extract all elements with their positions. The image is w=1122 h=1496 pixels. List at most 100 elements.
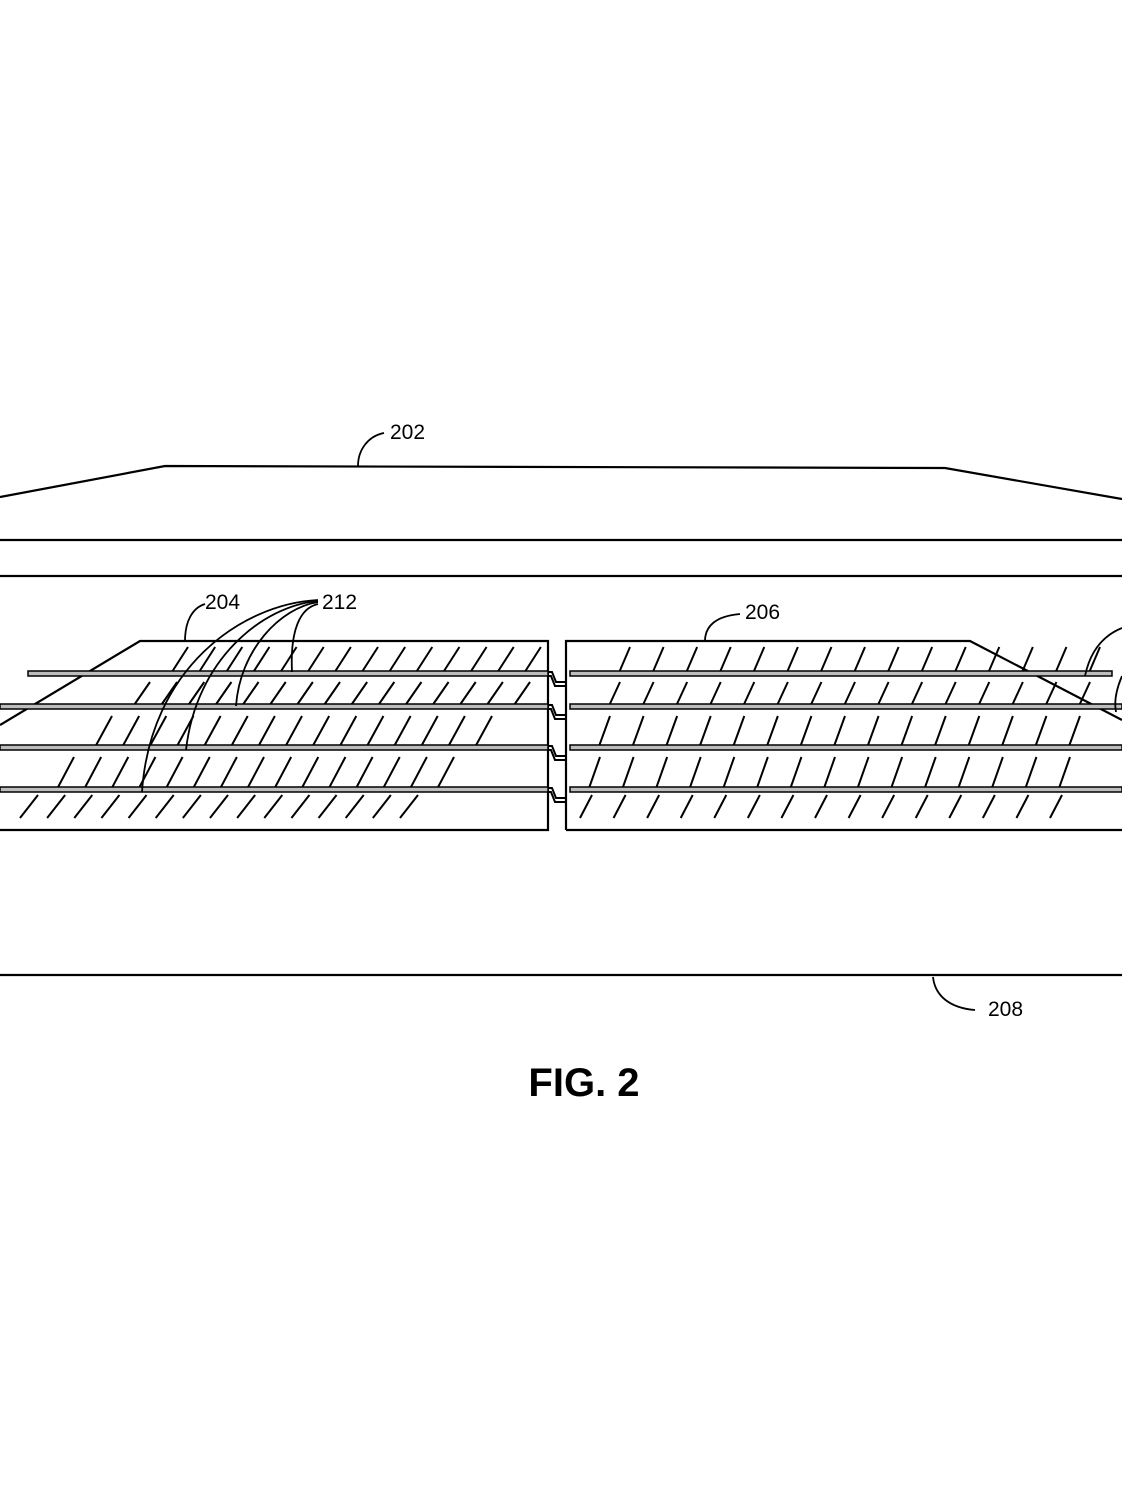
left-cell-divider [230, 716, 248, 749]
label-206: 206 [745, 601, 780, 624]
right-panel-group [566, 641, 1122, 830]
left-cell-divider [393, 716, 411, 749]
enclosure-outline [0, 466, 1122, 576]
left-cell-divider [74, 795, 92, 818]
left-cell-divider [264, 795, 282, 818]
right-cell-divider [622, 757, 634, 791]
right-cell-divider [588, 757, 600, 791]
right-cell-divider [665, 716, 677, 749]
right-cell-divider [957, 757, 969, 791]
right-cell-divider [655, 757, 667, 791]
right-cell-divider [1024, 757, 1036, 791]
left-cell-divider [284, 716, 302, 749]
right-cell-divider [722, 757, 734, 791]
right-cell-divider [991, 757, 1003, 791]
right-cell-divider [689, 757, 701, 791]
left-cell-divider [420, 716, 438, 749]
right-cell-divider [1050, 795, 1062, 818]
right-cell-divider [748, 795, 760, 818]
right-cell-divider [580, 795, 592, 818]
left-cell-divider [101, 795, 119, 818]
left-cell-divider [436, 757, 454, 791]
leader-lines [142, 433, 1122, 1010]
left-cell-divider [474, 716, 492, 749]
right-cell-divider [967, 716, 979, 749]
right-interconnect-wire [570, 745, 1122, 750]
right-cell-divider [934, 716, 946, 749]
left-cell-divider [409, 757, 427, 791]
left-cell-divider [83, 757, 101, 791]
right-interconnect-wire [570, 704, 1122, 709]
right-cell-divider [823, 757, 835, 791]
left-cell-divider [257, 716, 275, 749]
left-cell-divider [365, 716, 383, 749]
left-cell-divider [165, 757, 183, 791]
leader-204 [185, 604, 205, 641]
left-cell-divider [121, 716, 139, 749]
label-212: 212 [322, 591, 357, 614]
left-cell-divider [382, 757, 400, 791]
right-cell-divider [732, 716, 744, 749]
right-cell-divider [1001, 716, 1013, 749]
leader-208 [933, 977, 975, 1010]
left-interconnect-wire [0, 745, 548, 750]
right-cell-divider [815, 795, 827, 818]
left-interconnect-wire [0, 704, 548, 709]
right-cell-divider [1058, 757, 1070, 791]
left-interconnect-wire [0, 787, 548, 792]
left-cell-divider [94, 716, 112, 749]
left-cell-divider [110, 757, 128, 791]
left-cell-divider [273, 757, 291, 791]
left-panel-group [0, 641, 548, 830]
left-cell-divider [373, 795, 391, 818]
leader-206 [705, 614, 740, 641]
left-interconnect-wire [28, 671, 548, 676]
left-cell-divider [156, 795, 174, 818]
left-cell-divider [327, 757, 345, 791]
left-cell-divider [447, 716, 465, 749]
right-cell-divider [983, 795, 995, 818]
figure-caption: FIG. 2 [528, 1061, 639, 1105]
left-cell-divider [47, 795, 65, 818]
label-202: 202 [390, 421, 425, 444]
left-cell-divider [210, 795, 228, 818]
left-cell-divider [311, 716, 329, 749]
leader-202 [358, 433, 384, 466]
right-cell-divider [900, 716, 912, 749]
left-cell-divider [291, 795, 309, 818]
right-interconnect-wire [570, 671, 1112, 676]
left-cell-divider [183, 795, 201, 818]
label-204: 204 [205, 591, 240, 614]
left-cell-divider [346, 795, 364, 818]
left-cell-divider [400, 795, 418, 818]
right-cell-divider [789, 757, 801, 791]
left-cell-divider [219, 757, 237, 791]
right-cell-divider [857, 757, 869, 791]
right-cell-divider [890, 757, 902, 791]
right-cell-divider [714, 795, 726, 818]
left-cell-divider [246, 757, 264, 791]
right-cell-divider [614, 795, 626, 818]
right-cell-divider [949, 795, 961, 818]
right-cell-divider [632, 716, 644, 749]
left-cell-divider [203, 716, 221, 749]
right-cell-divider [781, 795, 793, 818]
left-cell-divider [355, 757, 373, 791]
left-cell-divider [129, 795, 147, 818]
left-cell-divider [20, 795, 38, 818]
right-cell-divider [756, 757, 768, 791]
right-cell-divider [833, 716, 845, 749]
left-cell-divider [338, 716, 356, 749]
right-cell-divider [1016, 795, 1028, 818]
right-cell-divider [867, 716, 879, 749]
right-cell-divider [699, 716, 711, 749]
left-cell-divider [56, 757, 74, 791]
right-cell-divider [924, 757, 936, 791]
leader-212-b [236, 602, 318, 706]
right-cell-divider [1034, 716, 1046, 749]
label-208: 208 [988, 998, 1023, 1021]
left-cell-divider [192, 757, 210, 791]
right-cell-divider [799, 716, 811, 749]
right-cell-divider [647, 795, 659, 818]
